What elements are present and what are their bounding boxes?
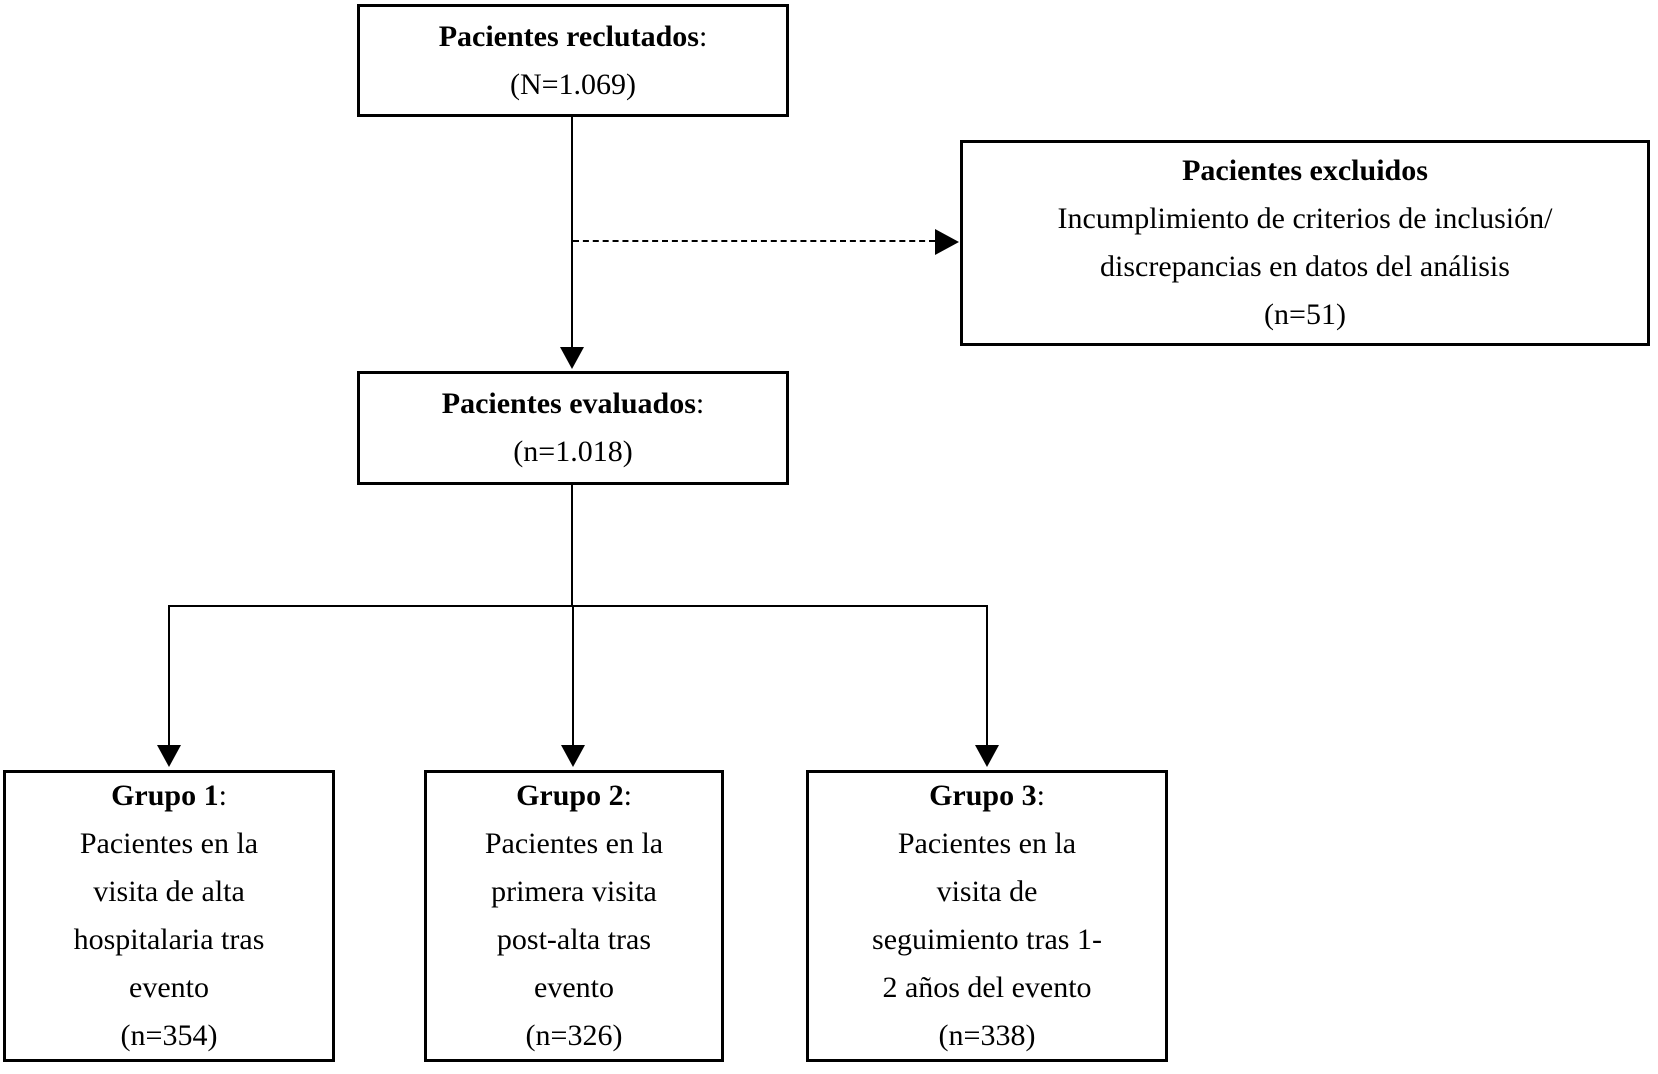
group3-title: Grupo 3: xyxy=(929,772,1045,820)
connector-evaluated-to-rail xyxy=(571,485,573,606)
group3-title-text: Grupo 3 xyxy=(929,779,1037,812)
group3-title-colon: : xyxy=(1036,779,1045,812)
group1-title: Grupo 1: xyxy=(111,772,227,820)
evaluated-patients-box: Pacientes evaluados: (n=1.018) xyxy=(357,371,789,485)
evaluated-title-text: Pacientes evaluados xyxy=(441,387,696,420)
group1-title-text: Grupo 1 xyxy=(111,779,219,812)
recruited-title-colon: : xyxy=(698,19,708,53)
arrowhead-down-evaluated-icon xyxy=(560,347,584,369)
group2-count: (n=326) xyxy=(525,1019,623,1052)
group3-count: (n=338) xyxy=(938,1019,1036,1052)
connector-rail-to-group2 xyxy=(572,605,574,745)
group2-title: Grupo 2: xyxy=(516,772,632,820)
evaluated-title: Pacientes evaluados: xyxy=(442,380,705,428)
arrowhead-down-group3-icon xyxy=(975,745,999,767)
recruited-count: (N=1.069) xyxy=(509,67,637,101)
excluded-title: Pacientes excluidos xyxy=(1182,154,1428,187)
arrowhead-right-excluded-icon xyxy=(935,229,959,255)
group3-box: Grupo 3: Pacientes en la visita de segui… xyxy=(806,770,1168,1062)
connector-recruited-to-evaluated xyxy=(571,117,573,347)
group2-title-text: Grupo 2 xyxy=(516,779,624,812)
connector-dashed-to-excluded xyxy=(573,240,935,242)
group2-box: Grupo 2: Pacientes en la primera visita … xyxy=(424,770,724,1062)
group1-box: Grupo 1: Pacientes en la visita de alta … xyxy=(3,770,335,1062)
group1-title-colon: : xyxy=(218,779,227,812)
excluded-count: (n=51) xyxy=(1264,298,1346,331)
group2-description: Pacientes en la primera visita post-alta… xyxy=(484,827,664,1004)
connector-branch-rail xyxy=(168,605,988,607)
connector-rail-to-group3 xyxy=(986,605,988,745)
recruited-title: Pacientes reclutados: xyxy=(439,13,708,61)
group3-description: Pacientes en la visita de seguimiento tr… xyxy=(872,827,1102,1004)
excluded-reason: Incumplimiento de criterios de inclusión… xyxy=(1057,202,1553,283)
connector-rail-to-group1 xyxy=(168,605,170,745)
group2-title-colon: : xyxy=(623,779,632,812)
excluded-patients-box: Pacientes excluidos Incumplimiento de cr… xyxy=(960,140,1650,346)
arrowhead-down-group2-icon xyxy=(561,745,585,767)
arrowhead-down-group1-icon xyxy=(157,745,181,767)
evaluated-count: (n=1.018) xyxy=(513,435,633,468)
recruited-patients-box: Pacientes reclutados: (N=1.069) xyxy=(357,4,789,117)
recruited-title-text: Pacientes reclutados xyxy=(438,19,699,53)
group1-count: (n=354) xyxy=(120,1019,218,1052)
group1-description: Pacientes en la visita de alta hospitala… xyxy=(73,827,265,1004)
evaluated-title-colon: : xyxy=(695,387,705,420)
